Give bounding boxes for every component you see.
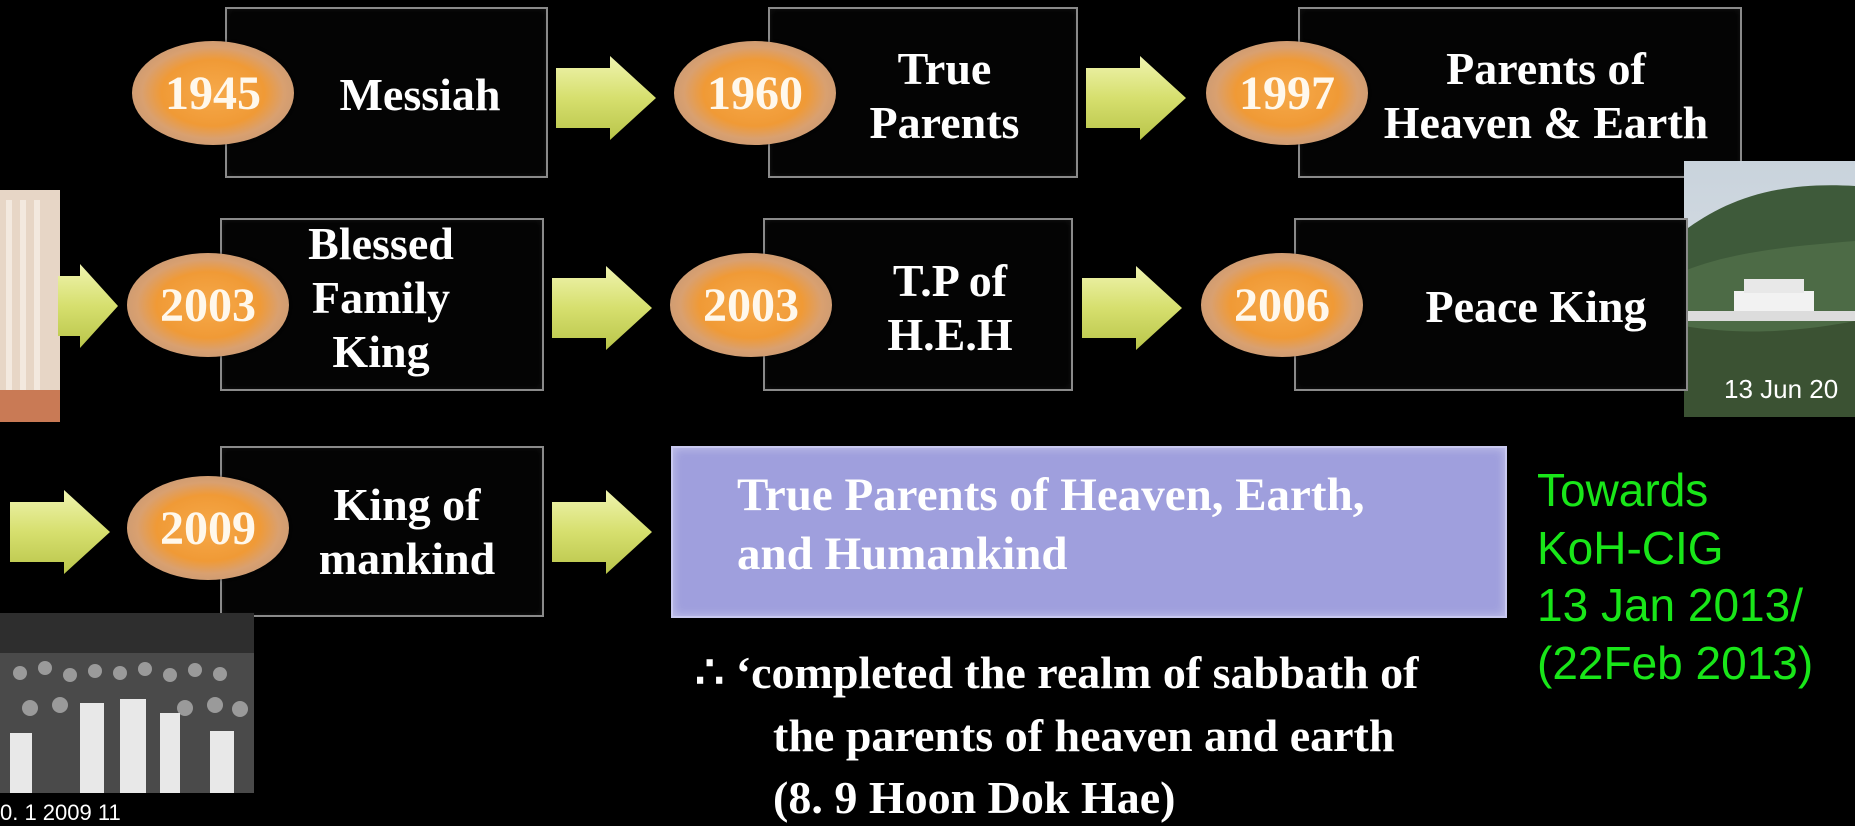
stage-label-blessed-family-king: Blessed Family King xyxy=(308,217,454,378)
quote-line-1: ∴ ‘completed the realm of sabbath of xyxy=(695,647,1419,698)
stage-label-messiah: Messiah xyxy=(339,68,501,120)
stage-box-parents-heaven-earth xyxy=(1298,7,1742,178)
towards-koh-cig-note: Towards KoH-CIG 13 Jan 2013/ (22Feb 2013… xyxy=(1537,464,1814,689)
stage-label-tp-heh: T.P of H.E.H xyxy=(887,254,1013,360)
final-stage-box: True Parents of Heaven, Earth, and Human… xyxy=(671,446,1507,618)
year-badge-2009: 2009 xyxy=(127,476,289,580)
stage-label-true-parents: True Parents xyxy=(869,42,1020,148)
photo-caption-bottom-left: 0. 1 2009 11 xyxy=(0,800,121,825)
arrow-right-icon xyxy=(556,56,656,140)
final-stage-label: True Parents of Heaven, Earth, and Human… xyxy=(737,469,1365,580)
photo-caption-right: 13 Jun 20 xyxy=(1724,374,1839,404)
arrow-right-icon xyxy=(1082,266,1182,350)
arrow-right-icon xyxy=(552,266,652,350)
quote-line-3: (8. 9 Hoon Dok Hae) xyxy=(773,772,1176,823)
year-badge-1945: 1945 xyxy=(132,41,294,145)
ceremony-photo-left xyxy=(0,190,60,422)
year-badge-2003-a: 2003 xyxy=(127,253,289,357)
palace-photo: 13 Jun 20 xyxy=(1684,161,1855,417)
quote-line-2: the parents of heaven and earth xyxy=(773,710,1395,761)
year-badge-2006: 2006 xyxy=(1201,253,1363,357)
year-badge-2003-b: 2003 xyxy=(670,253,832,357)
stage-label-parents-heaven-earth: Parents of Heaven & Earth xyxy=(1383,42,1709,148)
arrow-right-icon xyxy=(10,490,110,574)
arrow-right-icon xyxy=(58,264,118,348)
stage-label-king-of-mankind: King of mankind xyxy=(318,478,496,584)
stage-label-peace-king: Peace King xyxy=(1425,280,1647,332)
year-badge-1960: 1960 xyxy=(674,41,836,145)
year-badge-1997: 1997 xyxy=(1206,41,1368,145)
crowd-photo xyxy=(0,613,254,793)
arrow-right-icon xyxy=(552,490,652,574)
arrow-right-icon xyxy=(1086,56,1186,140)
